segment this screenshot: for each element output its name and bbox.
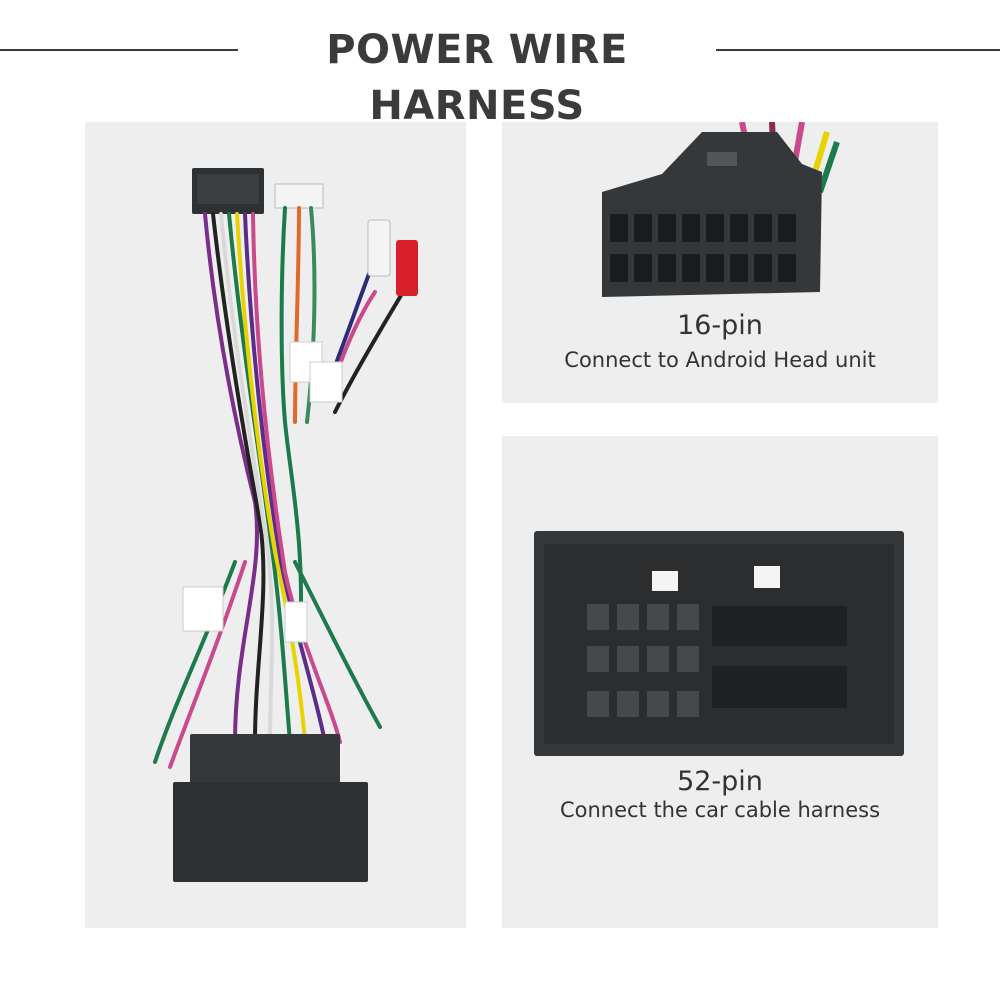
connector-16-name: 16-pin [677, 310, 763, 341]
rca-red-plug [396, 240, 418, 296]
page-title: POWER WIRE HARNESS [326, 27, 628, 129]
connector-52-panel: 52-pin Connect the car cable harness [502, 436, 938, 928]
pin-grid-16 [610, 214, 796, 282]
key-tag [182, 586, 224, 632]
connector-52-name: 52-pin [677, 766, 763, 797]
harness-photo-panel [85, 122, 466, 928]
connector-16-description: Connect to Android Head unit [564, 348, 876, 372]
title-rule-left [0, 49, 238, 51]
large-pin-slots [587, 604, 699, 717]
small-pin-block-upper [712, 606, 847, 646]
small-pin-block-lower [712, 666, 847, 708]
rca-white-plug [367, 219, 391, 277]
connector-16-panel: 16-pin Connect to Android Head unit [502, 122, 938, 403]
aux-tag-2 [309, 361, 343, 403]
harness-illustration [153, 168, 418, 882]
key2-tag [284, 601, 308, 643]
title-row: POWER WIRE HARNESS [0, 22, 1000, 129]
title-rule-right [716, 49, 1000, 51]
connector-52-illustration [534, 531, 904, 756]
bottom-plug-body [173, 782, 368, 882]
small-white-plug [274, 183, 324, 209]
connector-16-illustration [602, 122, 840, 297]
connector-52-description: Connect the car cable harness [559, 798, 881, 822]
wire-bundle [153, 206, 417, 769]
